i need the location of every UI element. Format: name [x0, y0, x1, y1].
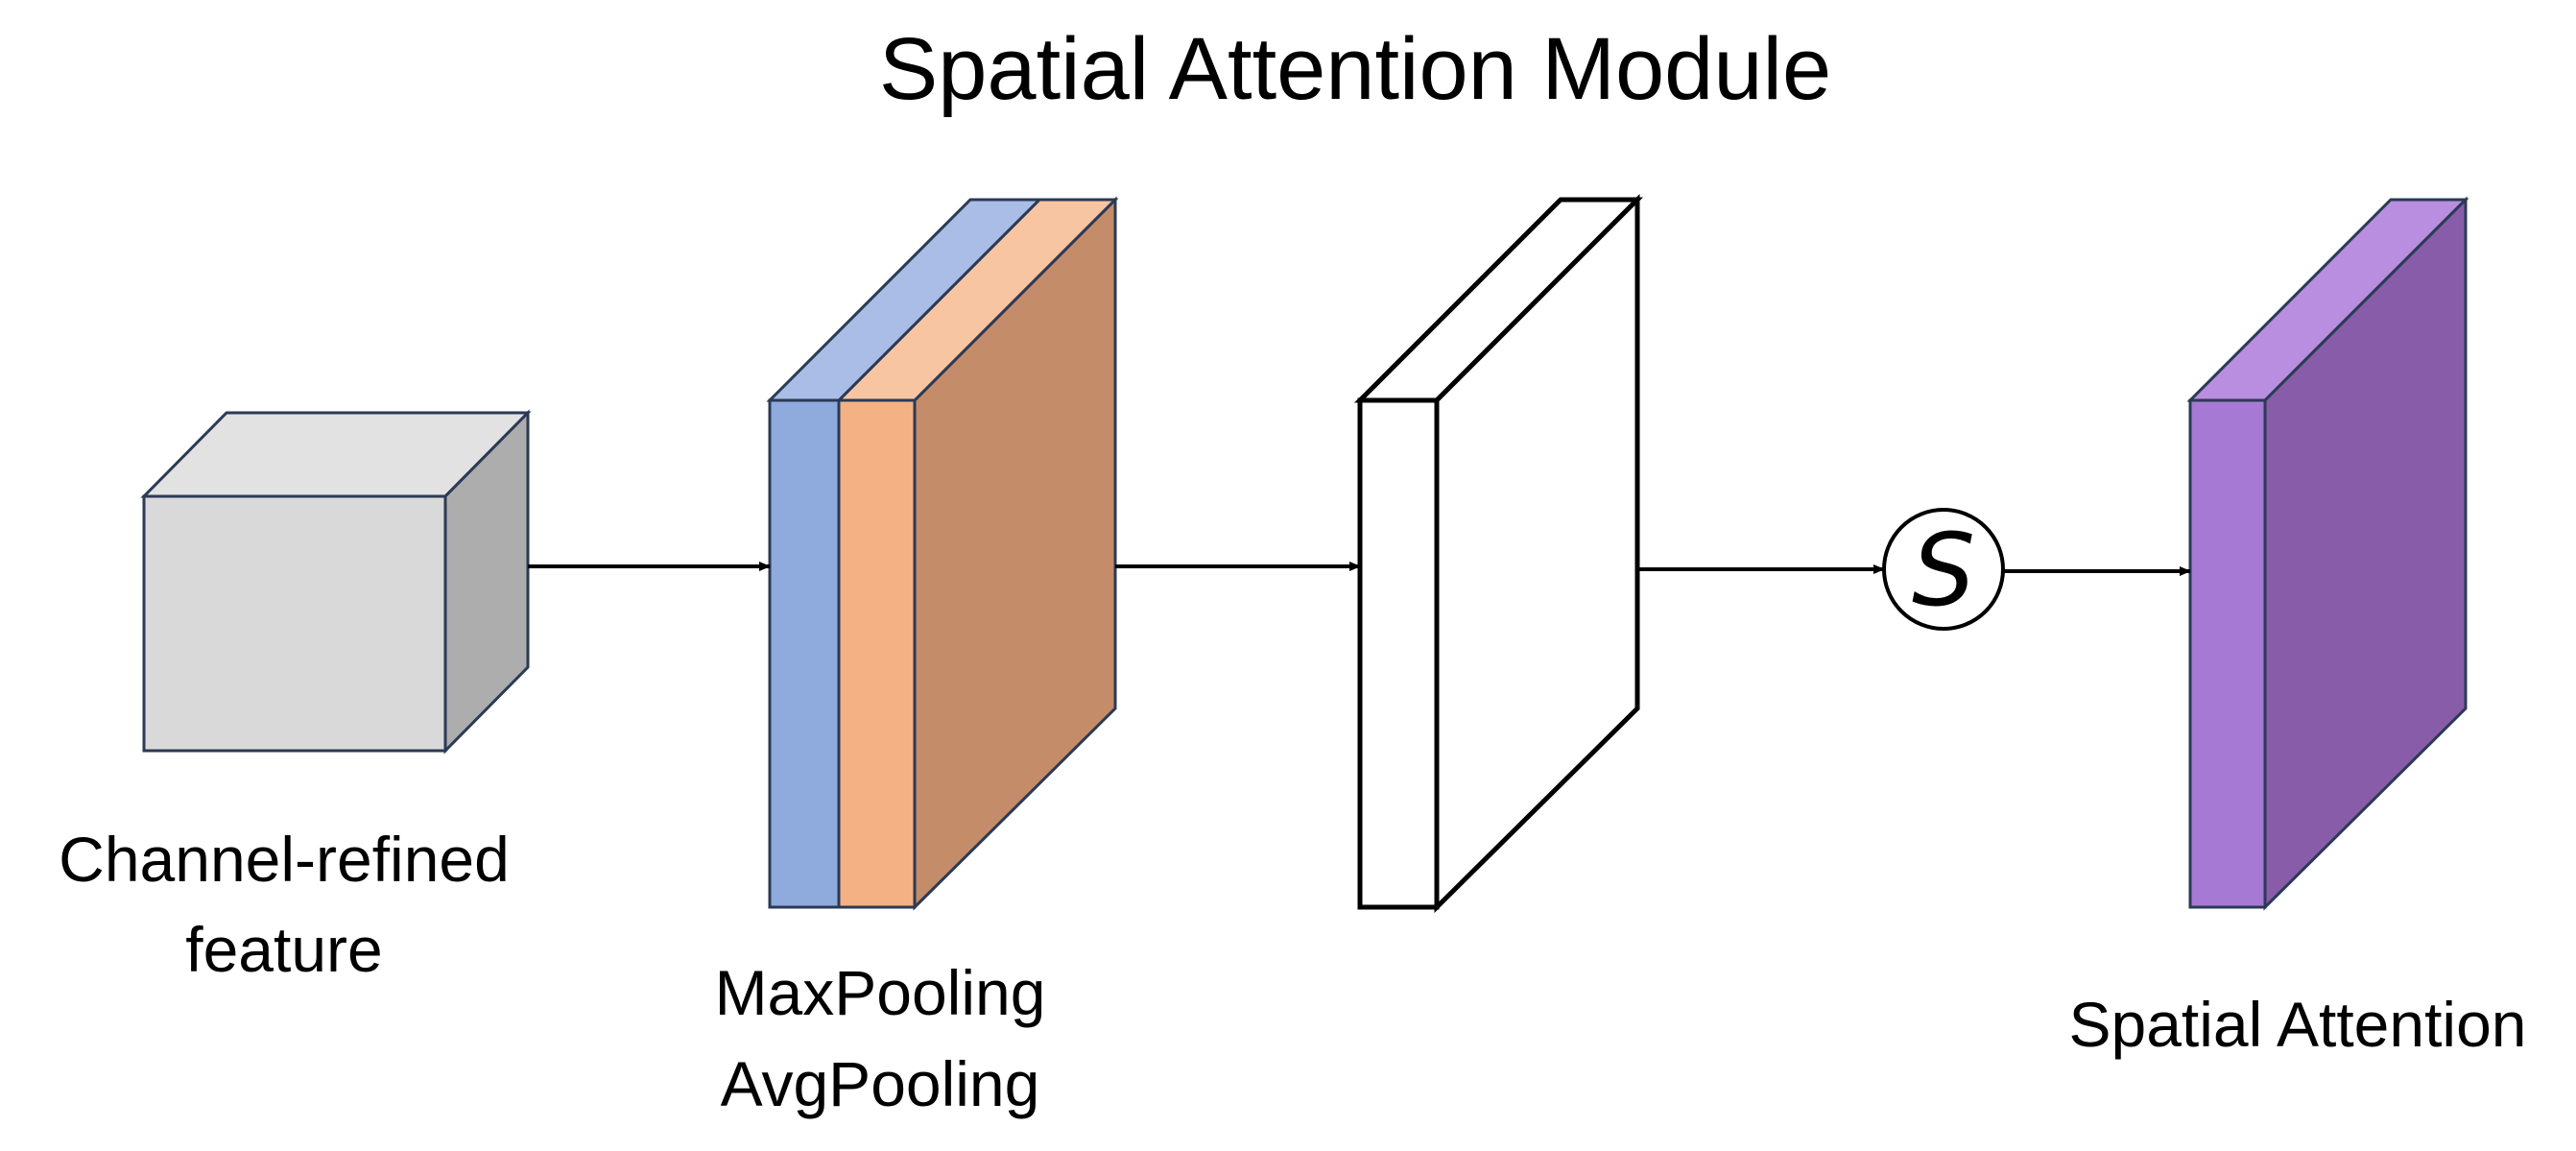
input-label-line1: Channel-refined [59, 824, 510, 895]
pooled-feature-block [766, 196, 1119, 911]
output-label: Spatial Attention [2068, 989, 2526, 1060]
spatial-attention-map [2186, 196, 2469, 911]
sigmoid-symbol: S [1912, 512, 1975, 629]
avgpool-front-face [837, 398, 917, 909]
input-cube-front-face [142, 494, 447, 753]
sigmoid-operator: S [1882, 508, 2005, 631]
input-label-line2: feature [185, 914, 382, 985]
conv-feature-block [1353, 193, 1644, 913]
output-front-face [2188, 398, 2267, 909]
diagram-title: Spatial Attention Module [879, 20, 1831, 118]
conv-block-front-face [1357, 397, 1440, 910]
maxpool-front-face [768, 398, 841, 909]
input-feature-cube [140, 409, 532, 755]
pooling-label-line1: MaxPooling [715, 957, 1046, 1028]
pooling-label-line2: AvgPooling [721, 1048, 1040, 1119]
